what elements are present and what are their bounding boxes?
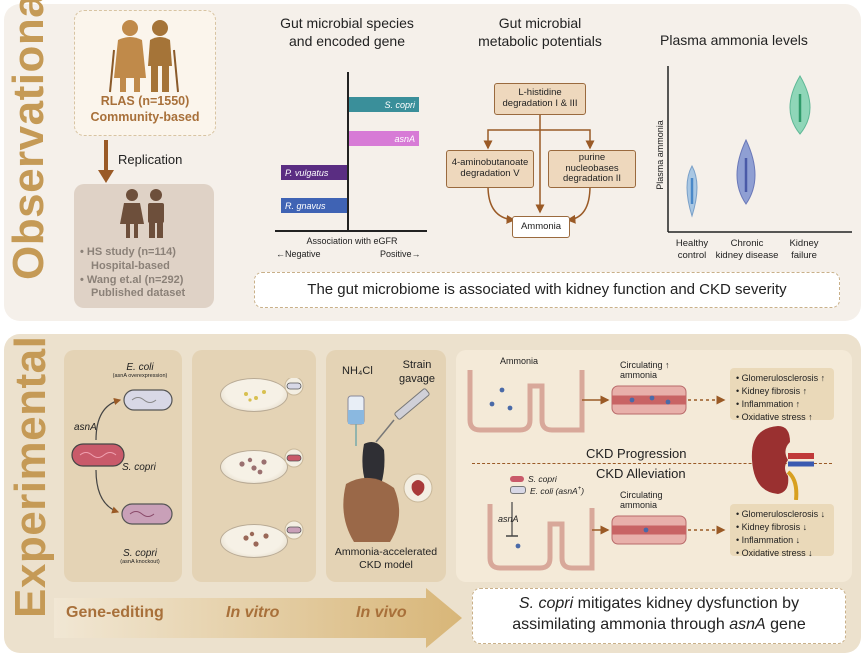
gene-asna-label: asnA (74, 422, 97, 433)
mech-legend: S. copri E. coli (asnA+) (510, 474, 584, 498)
outcome-up-4: • Oxidative stress ↑ (736, 412, 813, 423)
violin-healthy (686, 164, 698, 218)
in-vivo-panel (326, 350, 446, 582)
cohort-name: RLAS (n=1550) (100, 94, 190, 108)
mech-top-illustration (467, 370, 726, 433)
nh4cl-label: NH₄Cl (342, 365, 373, 377)
outcome-down-1: • Glomerulosclerosis ↓ (736, 509, 826, 519)
conclusion-line-1: S. copri mitigates kidney dysfunction by (518, 595, 800, 612)
replication-label: Replication (118, 152, 183, 167)
stage-in-vivo: In vivo (356, 604, 407, 621)
metabolic-title-line2: metabolic potentials (478, 33, 602, 50)
scopri-knockout-label: S. copri (asnA knockout) (120, 548, 160, 565)
ecoli-label: E. coli (asnA overexpression) (112, 362, 168, 379)
outcome-up-2: • Kidney fibrosis ↑ (736, 386, 808, 397)
violin-kidney-failure (789, 75, 811, 135)
species-title-line2: and encoded gene (289, 33, 405, 50)
species-axis-y (347, 72, 349, 230)
violin-ckd (736, 138, 756, 205)
petri-dish-1 (220, 378, 288, 412)
colony-dots (239, 378, 304, 547)
stage-gene-editing: Gene-editing (66, 604, 164, 621)
observational-conclusion: The gut microbiome is associated with ki… (254, 272, 840, 308)
ammonia-chart-title: Plasma ammonia levels (660, 32, 808, 48)
bacteria-illustrations (71, 389, 173, 525)
stage-arrow (54, 588, 462, 648)
outcome-up-3: • Inflammation ↑ (736, 399, 801, 410)
mech-ammonia-label: Ammonia (500, 356, 539, 366)
species-bar-pvulgatus: P. vulgatus (281, 165, 347, 180)
mech-bottom-illustration (487, 502, 726, 571)
species-bar-asna: asnA (349, 131, 419, 146)
outcome-down-4: • Oxidative stress ↓ (736, 548, 813, 559)
metabolic-title: Gut microbial metabolic potentials (460, 14, 620, 50)
species-bar-scopri: S. copri (349, 97, 419, 112)
validation-item-2: • Wang et.al (n=292) (80, 273, 184, 286)
species-pos-label: Positive→ (380, 249, 421, 259)
elderly-couple-icon (109, 20, 179, 93)
conclusion-line-2: assimilating ammonia through asnA gene (512, 615, 806, 633)
experimental-title: Experimental (6, 335, 55, 618)
stage-in-vitro: In vitro (226, 604, 280, 621)
ammonia-violin-plot (667, 66, 852, 233)
species-xlabel: Association with eGFR (306, 236, 398, 246)
validation-item-1-type: Hospital-based (91, 259, 170, 272)
kidney-icon (751, 426, 814, 500)
validation-item-2-type: Published dataset (91, 287, 186, 300)
legend-scopri: S. copri (510, 474, 584, 485)
validation-item-1: • HS study (n=114) (80, 246, 176, 258)
metabolic-title-line1: Gut microbial (498, 15, 582, 31)
experimental-conclusion: S. copri mitigates kidney dysfunction by… (472, 588, 846, 644)
ckd-divider (472, 463, 832, 464)
person-pair-icon (120, 189, 164, 238)
species-neg-label: ←Negative (276, 249, 321, 259)
validation-list: • HS study (n=114) Hospital-based • Wang… (80, 246, 214, 301)
petri-dish-3 (220, 524, 288, 558)
validation-card (74, 184, 214, 308)
ckd-progression-label: CKD Progression (586, 446, 687, 461)
species-title-line1: Gut microbial species (280, 15, 414, 31)
species-chart-title: Gut microbial species and encoded gene (262, 14, 432, 50)
box-ammonia: Ammonia (512, 216, 570, 238)
outcomes-down-box: • Glomerulosclerosis ↓ • Kidney fibrosis… (730, 504, 834, 558)
species-axis-x (275, 230, 427, 232)
observational-title: Observational (4, 0, 53, 280)
mech-circulating-down: Circulating ammonia (620, 490, 663, 511)
outcome-down-3: • Inflammation ↓ (736, 535, 801, 546)
cohort-label: RLAS (n=1550) Community-based (74, 94, 216, 125)
mech-circulating-up: Circulating ↑ ammonia (620, 360, 670, 381)
species-bar-rgnavus: R. gnavus (281, 198, 347, 213)
cohort-type: Community-based (90, 109, 200, 124)
ckd-alleviation-label: CKD Alleviation (596, 466, 686, 481)
outcome-up-1: • Glomerulosclerosis ↑ (736, 373, 826, 383)
scopri-label: S. copri (122, 462, 156, 473)
outcome-down-2: • Kidney fibrosis ↓ (736, 522, 808, 533)
outcomes-up-box: • Glomerulosclerosis ↑ • Kidney fibrosis… (730, 368, 834, 422)
mouse-gavage-illustration (343, 388, 433, 542)
replication-arrow (98, 140, 114, 183)
mech-asna-label: asnA (498, 514, 519, 524)
legend-ecoli: E. coli (asnA+) (510, 485, 584, 497)
metabolic-arrows (483, 112, 595, 224)
